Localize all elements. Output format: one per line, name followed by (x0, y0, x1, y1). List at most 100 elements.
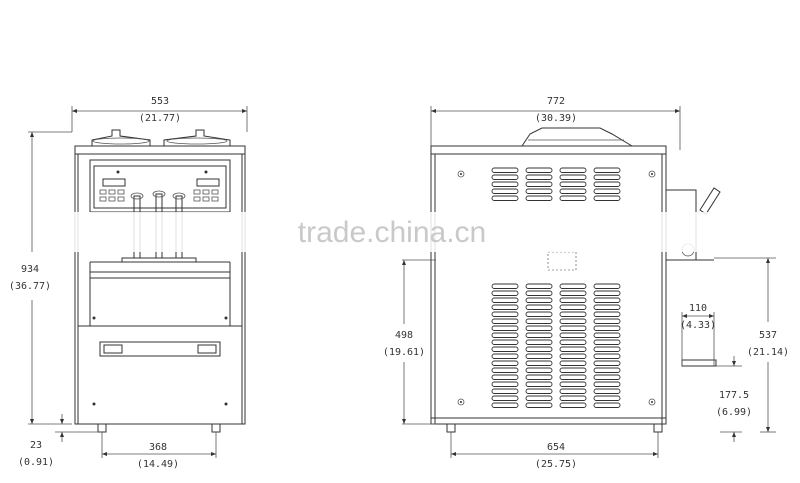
vent-slot (593, 311, 621, 317)
front-height-in: (36.77) (9, 281, 51, 292)
vent-slot (491, 167, 519, 173)
side-tray-height-in: (6.99) (716, 407, 752, 418)
vent-slot (559, 367, 587, 373)
vent-slot (525, 367, 553, 373)
vent-slot (491, 311, 519, 317)
vent-slot (491, 381, 519, 387)
vent-slot (491, 395, 519, 401)
vent-slot (593, 167, 621, 173)
side-view: 772 (30.39) (383, 96, 789, 470)
vent-slot (593, 353, 621, 359)
front-legs (97, 423, 221, 433)
vent-slot (525, 339, 553, 345)
vent-slot (593, 290, 621, 296)
vent-slot (559, 360, 587, 366)
vent-slot (593, 346, 621, 352)
vent-slot (593, 374, 621, 380)
vent-slot (491, 297, 519, 303)
side-lower-vents (491, 283, 621, 408)
watermark: trade.china.cn (64, 212, 724, 252)
vent-slot (593, 304, 621, 310)
side-drip-tray (681, 359, 717, 367)
vent-slot (559, 332, 587, 338)
vent-slot (525, 188, 553, 194)
vent-slot (525, 325, 553, 331)
vent-slot (491, 346, 519, 352)
control-panel (89, 159, 231, 213)
front-leg-mm: 23 (30, 440, 42, 451)
vent-slot (559, 353, 587, 359)
vent-slot (593, 395, 621, 401)
side-body-height-dimension: 498 (19.61) (383, 259, 436, 425)
side-base-dimension: 654 (25.75) (450, 432, 659, 470)
vent-slot (593, 283, 621, 289)
front-width-dimension: 553 (21.77) (71, 96, 248, 132)
vent-slot (491, 181, 519, 187)
vent-slot (525, 381, 553, 387)
vent-slot (559, 346, 587, 352)
vent-slot (593, 381, 621, 387)
vent-slot (559, 388, 587, 394)
vent-slot (559, 283, 587, 289)
vent-slot (559, 181, 587, 187)
front-base-dimension: 368 (14.49) (101, 432, 217, 470)
vent-slot (559, 167, 587, 173)
side-legs (446, 423, 663, 433)
vent-slot (525, 304, 553, 310)
vent-slot (525, 195, 553, 201)
side-body-height-mm: 498 (395, 330, 413, 341)
side-width-mm: 772 (547, 96, 565, 107)
vent-slot (559, 290, 587, 296)
side-hopper-lid (521, 127, 633, 147)
vent-slot (491, 353, 519, 359)
vent-slot (593, 318, 621, 324)
vent-slot (593, 181, 621, 187)
vent-slot (593, 174, 621, 180)
vent-slot (491, 367, 519, 373)
front-height-dimension: 934 (36.77) (9, 131, 72, 425)
vent-slot (491, 174, 519, 180)
vent-slot (525, 332, 553, 338)
vent-slot (491, 388, 519, 394)
vent-slot (525, 167, 553, 173)
vent-slot (525, 283, 553, 289)
vent-slot (491, 360, 519, 366)
side-screws (457, 170, 656, 406)
front-base-mm: 368 (149, 442, 167, 453)
vent-slot (559, 195, 587, 201)
vent-slot (593, 402, 621, 408)
vent-slot (525, 181, 553, 187)
side-tray-height-mm: 177.5 (719, 390, 749, 401)
front-base-in: (14.49) (137, 459, 179, 470)
vent-slot (491, 325, 519, 331)
side-nozzle-height-dimension: 537 (21.14) (714, 257, 789, 433)
side-inner-dashed-box (547, 251, 577, 271)
side-tray-in: (4.33) (680, 320, 716, 331)
vent-slot (491, 304, 519, 310)
vent-slot (559, 318, 587, 324)
vent-slot (593, 195, 621, 201)
vent-slot (593, 367, 621, 373)
vent-slot (559, 374, 587, 380)
vent-slot (525, 395, 553, 401)
front-width-in: (21.77) (139, 113, 181, 124)
vent-slot (525, 297, 553, 303)
side-body-outline (430, 145, 667, 425)
vent-slot (525, 402, 553, 408)
side-nozzle-height-in: (21.14) (747, 347, 789, 358)
watermark-text: trade.china.cn (298, 216, 486, 249)
front-leg-dimension: 23 (0.91) (18, 414, 98, 468)
vent-slot (525, 374, 553, 380)
vent-slot (559, 188, 587, 194)
vent-slot (559, 325, 587, 331)
vent-slot (525, 360, 553, 366)
vent-slot (491, 188, 519, 194)
side-tray-height-dimension: 177.5 (6.99) (716, 356, 752, 442)
front-leg-in: (0.91) (18, 457, 54, 468)
side-body-height-in: (19.61) (383, 347, 425, 358)
vent-slot (491, 318, 519, 324)
front-lower-panel (78, 261, 242, 406)
vent-slot (491, 195, 519, 201)
side-tray-dimension: 110 (4.33) (680, 303, 716, 366)
side-nozzle-height-mm: 537 (759, 330, 777, 341)
